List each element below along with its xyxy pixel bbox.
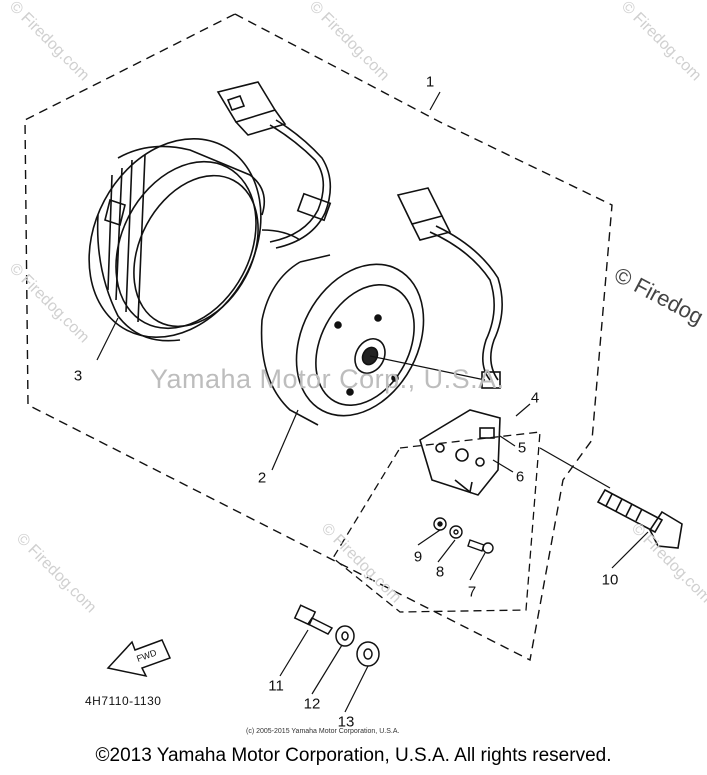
part-code: 4H7110-1130 xyxy=(85,694,162,708)
lower-fasteners xyxy=(293,604,380,667)
subassembly-boundary xyxy=(332,431,541,613)
callout-6: 6 xyxy=(515,468,525,486)
callout-13: 13 xyxy=(337,713,355,731)
fwd-label: FWD xyxy=(135,647,158,664)
callout-4: 4 xyxy=(530,389,540,407)
bolt-10 xyxy=(596,488,683,549)
pickup-coil xyxy=(419,409,501,496)
copyright-footer: ©2013 Yamaha Motor Corporation, U.S.A. A… xyxy=(95,745,612,766)
fwd-arrow: FWD xyxy=(106,639,172,678)
callout-9: 9 xyxy=(413,548,423,566)
small-copyright: (c) 2005-2015 Yamaha Motor Corporation, … xyxy=(246,728,400,735)
small-fasteners xyxy=(433,517,494,554)
stator-harness xyxy=(216,81,332,249)
watermark-main: Yamaha Motor Corp., U.S.A. xyxy=(150,364,505,394)
callout-2: 2 xyxy=(257,469,267,487)
callout-10: 10 xyxy=(601,571,619,589)
callout-1: 1 xyxy=(425,73,435,91)
callout-7: 7 xyxy=(467,583,477,601)
callout-11: 11 xyxy=(268,677,284,695)
flywheel-rotor xyxy=(260,254,425,426)
assembly-boundary xyxy=(24,13,613,662)
pickup-harness xyxy=(396,187,503,389)
stator-ring xyxy=(88,137,301,342)
callout-8: 8 xyxy=(435,563,445,581)
leader-lines xyxy=(96,91,649,713)
callout-3: 3 xyxy=(73,367,83,385)
callout-5: 5 xyxy=(517,439,527,457)
callout-12: 12 xyxy=(303,695,321,713)
